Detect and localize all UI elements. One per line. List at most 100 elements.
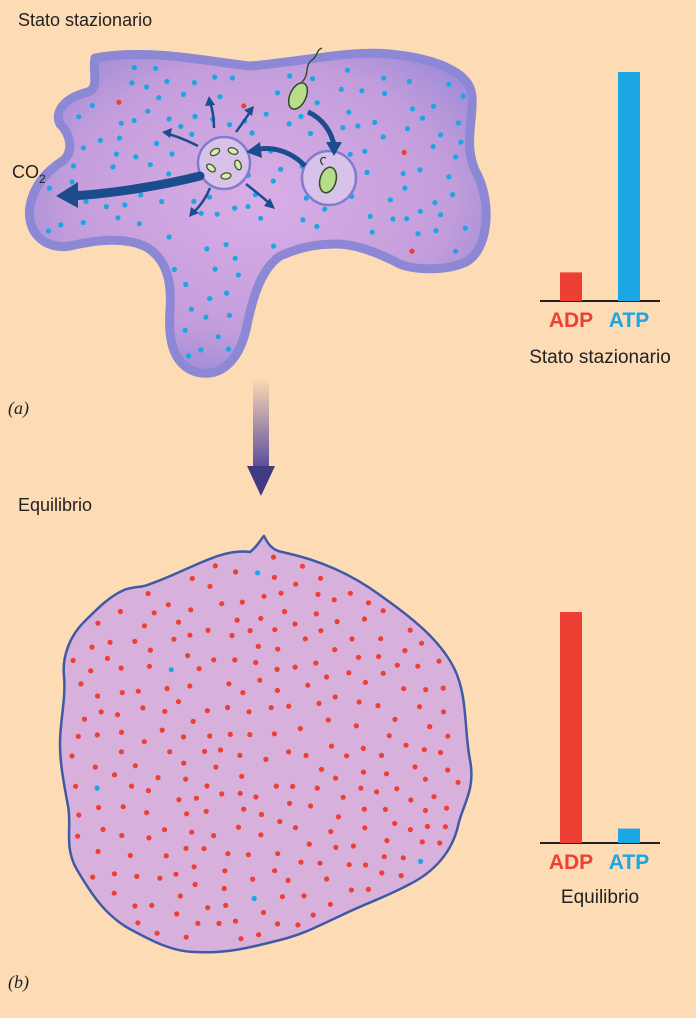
adp-molecule [346,670,351,675]
adp-molecule [275,688,280,693]
atp-molecule [226,347,231,352]
atp-molecule [381,134,386,139]
atp-molecule [420,116,425,121]
adp-molecule [313,660,318,665]
adp-molecule [207,733,212,738]
atp-molecule [450,192,455,197]
atp-molecule [433,228,438,233]
adp-molecule [272,627,277,632]
adp-molecule [381,671,386,676]
atp-molecule [114,152,119,157]
adp-molecule [253,660,258,665]
adp-molecule [348,591,353,596]
adp-molecule [155,931,160,936]
atp-molecule [405,126,410,131]
adp-molecule [261,910,266,915]
adp-molecule [290,784,295,789]
adp-molecule [362,616,367,621]
adp-molecule [174,911,179,916]
adp-molecule [233,569,238,574]
adp-molecule [438,750,443,755]
atp-molecule [204,246,209,251]
adp-molecule [263,757,268,762]
adp-molecule [155,775,160,780]
atp-molecule [122,202,127,207]
adp-molecule [95,693,100,698]
adp-molecule [363,862,368,867]
adp-molecule [261,594,266,599]
atp-molecule [203,315,208,320]
atp-molecule [431,144,436,149]
adp-molecule [392,821,397,826]
atp-molecule [236,272,241,277]
adp-molecule [384,838,389,843]
adp-molecule [363,680,368,685]
atp-molecule [230,75,235,80]
adp-molecule [128,853,133,858]
adp-molecule [423,687,428,692]
atp-molecule [298,114,303,119]
atp-molecule [212,75,217,80]
adp-molecule [258,832,263,837]
adp-molecule [300,564,305,569]
adp-molecule [205,708,210,713]
atp-tick-label: ATP [609,309,649,332]
atp-molecule [166,171,171,176]
atp-molecule [368,214,373,219]
adp-molecule [295,922,300,927]
adp-tick-label: ADP [549,851,593,874]
adp-molecule [314,611,319,616]
adp-molecule [204,809,209,814]
atp-molecule [252,896,257,901]
adp-molecule [402,150,407,155]
atp-molecule [264,112,269,117]
adp-molecule [222,868,227,873]
adp-molecule [82,717,87,722]
atp-molecule [271,178,276,183]
atp-molecule [199,211,204,216]
adp-molecule [105,656,110,661]
atp-molecule [402,186,407,191]
atp-molecule [189,307,194,312]
adp-molecule [308,803,313,808]
adp-molecule [336,814,341,819]
co2-label: CO2 [12,162,46,186]
adp-molecule [423,777,428,782]
adp-molecule [456,780,461,785]
adp-molecule [349,887,354,892]
atp-molecule [145,109,150,114]
adp-molecule [96,805,101,810]
adp-molecule [382,854,387,859]
atp-molecule [287,73,292,78]
adp-molecule [76,812,81,817]
atp-molecule [300,217,305,222]
atp-molecule [129,80,134,85]
adp-molecule [187,633,192,638]
adp-molecule [293,582,298,587]
atp-molecule [172,267,177,272]
adp-molecule [287,801,292,806]
adp-molecule [211,657,216,662]
atp-molecule [156,95,161,100]
adp-molecule [197,666,202,671]
adp-molecule [178,893,183,898]
adp-molecule [95,621,100,626]
atp-molecule [110,164,115,169]
adp-molecule [274,784,279,789]
adp-molecule [241,807,246,812]
adp-molecule [241,103,246,108]
adp-molecule [286,704,291,709]
adp-molecule [112,871,117,876]
adp-molecule [333,776,338,781]
adp-molecule [226,681,231,686]
atp-molecule [410,106,415,111]
adp-molecule [140,705,145,710]
adp-molecule [240,690,245,695]
adp-molecule [394,786,399,791]
adp-molecule [100,827,105,832]
adp-molecule [194,796,199,801]
adp-molecule [408,797,413,802]
adp-molecule [238,791,243,796]
adp-molecule [142,739,147,744]
adp-molecule [183,846,188,851]
